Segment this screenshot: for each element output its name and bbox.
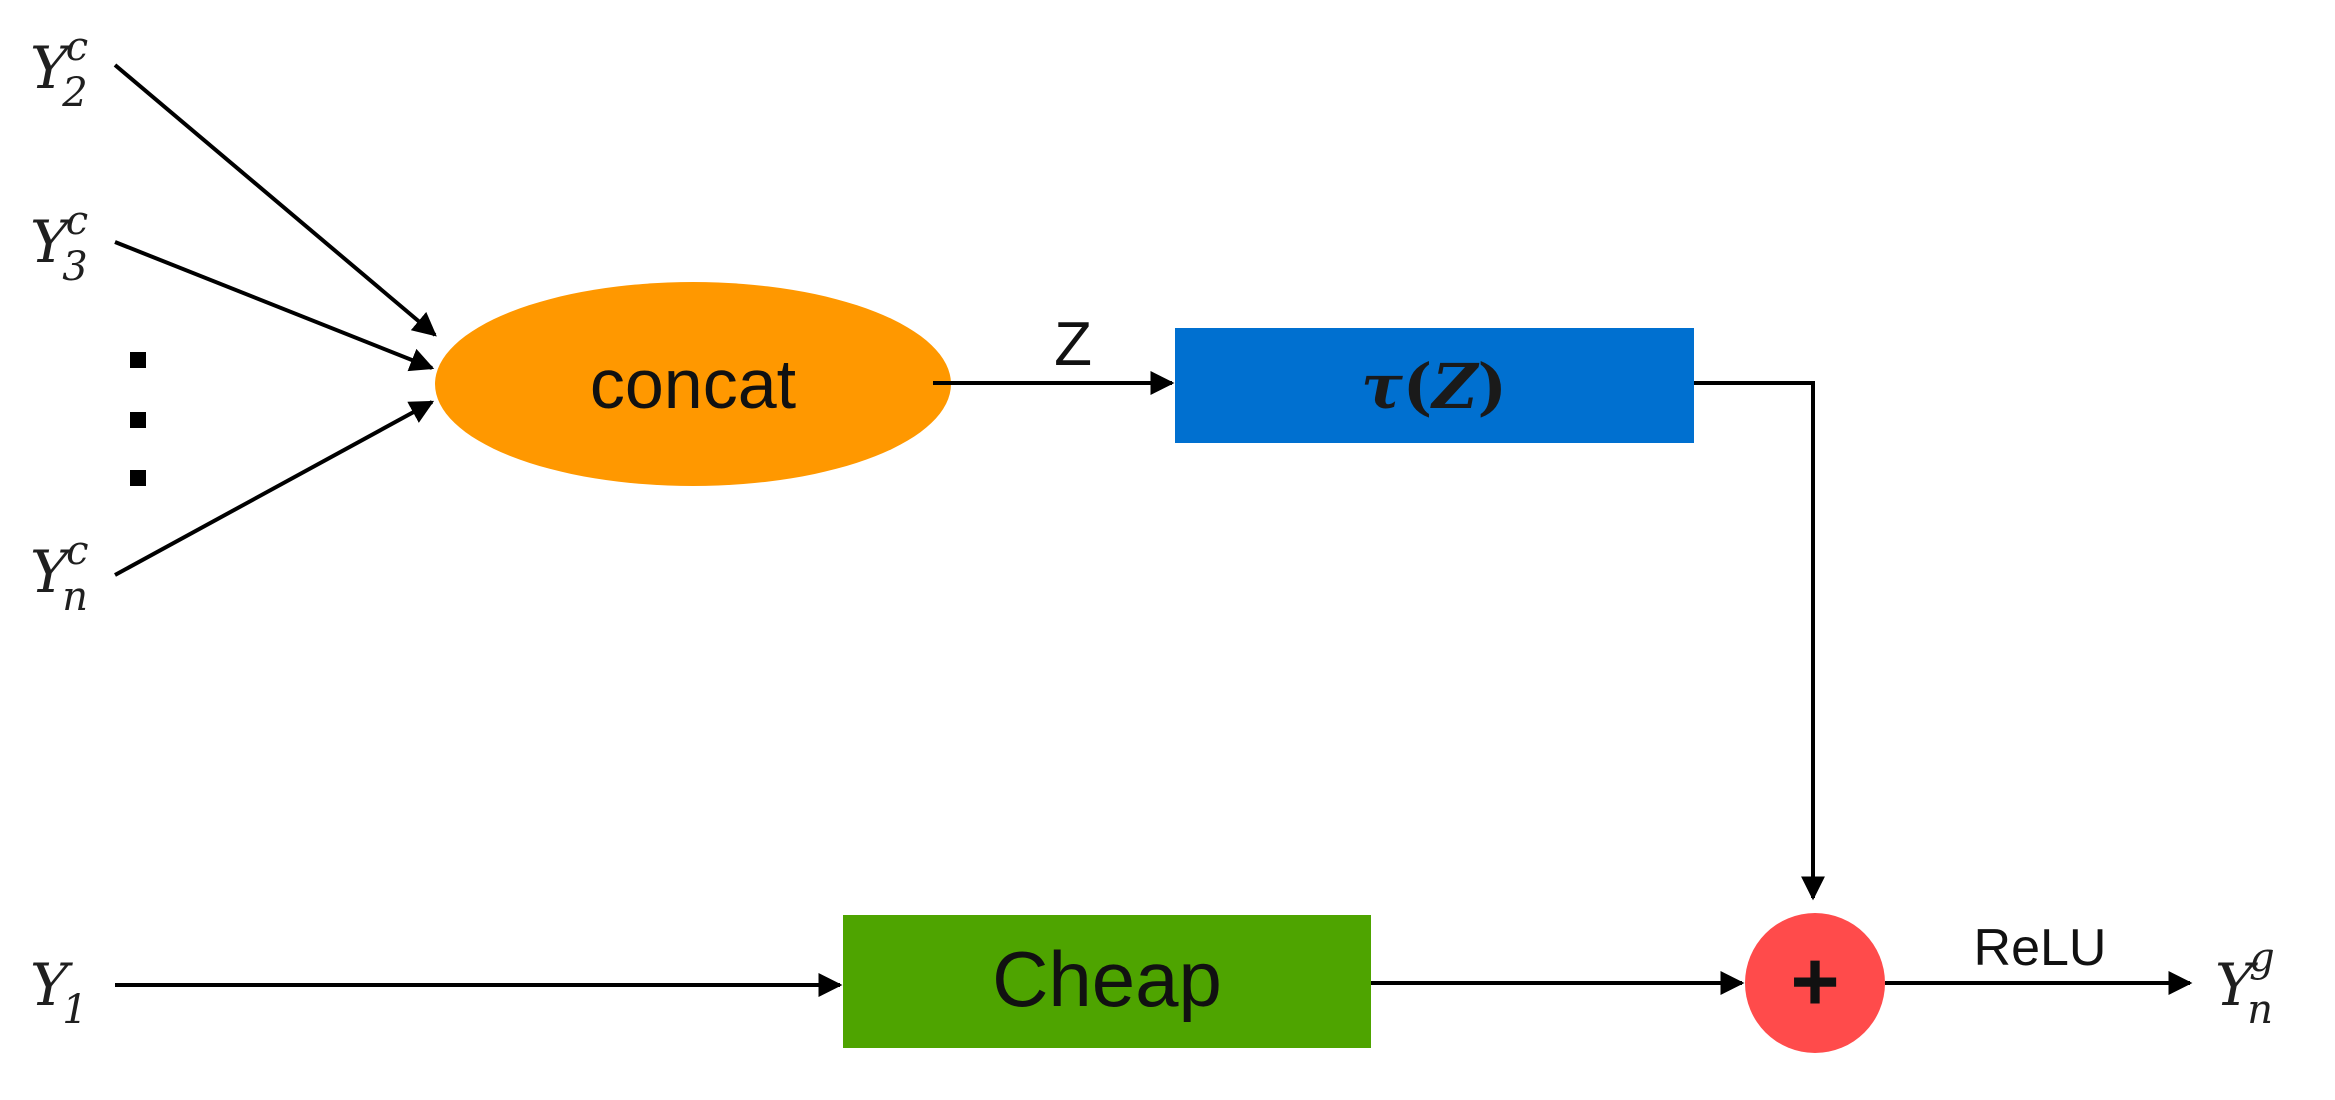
tau-label: τ(Z) bbox=[1361, 350, 1507, 423]
ellipsis-dots bbox=[130, 352, 146, 486]
concat-label: concat bbox=[590, 345, 796, 423]
concat-node: concat bbox=[435, 282, 951, 486]
input-label-ync: Ync bbox=[30, 528, 88, 620]
input-label-y2c: Y2c bbox=[30, 24, 88, 116]
input-label-y1: Y1 bbox=[30, 951, 88, 1033]
cheap-node: Cheap bbox=[843, 915, 1371, 1048]
z-label: Z bbox=[1054, 310, 1092, 379]
relu-label: ReLU bbox=[1974, 919, 2107, 977]
arrow-tau-to-plus bbox=[1694, 381, 1825, 901]
input-label-y3c: Y3c bbox=[30, 198, 88, 290]
tau-node: τ(Z) bbox=[1175, 328, 1694, 443]
plus-symbol: + bbox=[1790, 934, 1839, 1028]
arrow-y3c-to-concat bbox=[114, 240, 435, 372]
output-label-yng: Yng bbox=[2215, 935, 2275, 1033]
cheap-label: Cheap bbox=[992, 935, 1222, 1023]
add-node: + bbox=[1745, 913, 1885, 1053]
arrow-y2c-to-concat bbox=[113, 63, 437, 337]
arrow-ync-to-concat bbox=[114, 400, 435, 577]
